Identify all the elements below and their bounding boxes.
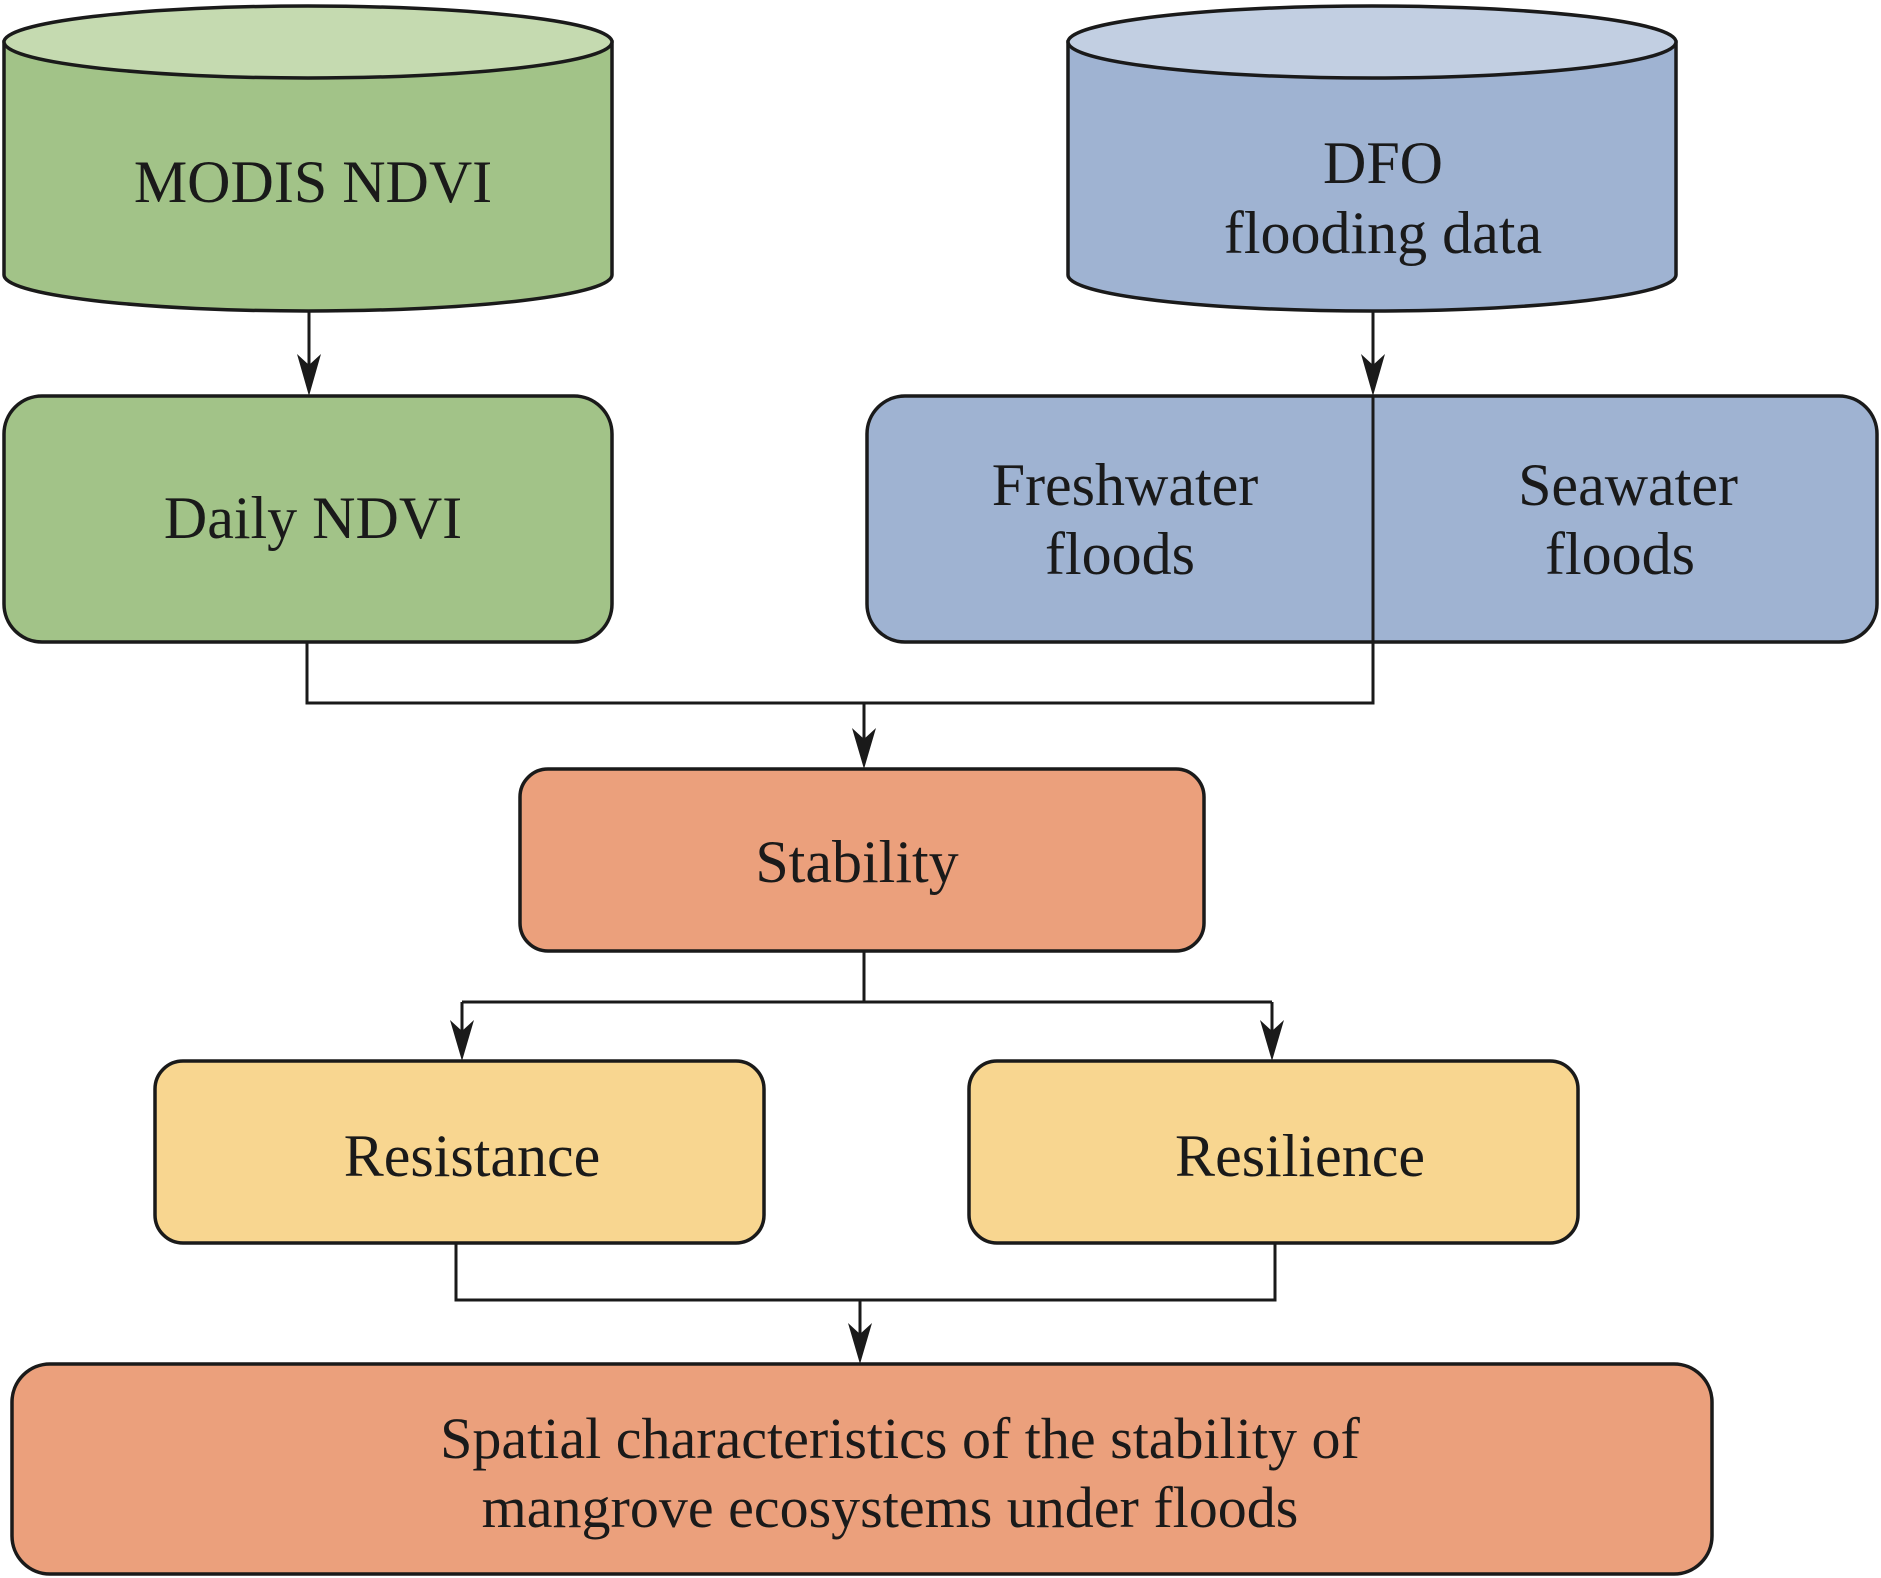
connector-dfo-to-floods (1361, 311, 1385, 396)
flood-types-node: Freshwater floods Seawater floods (865, 394, 1879, 644)
dfo-label-line2: flooding data (1224, 200, 1542, 266)
dfo-label-line1: DFO (1323, 130, 1443, 196)
spatial-characteristics-label-line1: Spatial characteristics of the stability… (440, 1406, 1360, 1471)
arrowhead-resilience (1260, 1020, 1284, 1061)
arrowhead (848, 1323, 872, 1364)
seawater-floods-label-line2: floods (1545, 521, 1695, 587)
modis-cylinder-top (2, 4, 614, 80)
connector-stability-split (450, 951, 1284, 1061)
modis-ndvi-label: MODIS NDVI (134, 149, 492, 215)
daily-ndvi-label: Daily NDVI (164, 485, 462, 551)
resistance-label: Resistance (344, 1123, 601, 1189)
arrowhead (1361, 354, 1385, 396)
resilience-node: Resilience (967, 1059, 1580, 1245)
freshwater-floods-label-line2: floods (1045, 521, 1195, 587)
resistance-box (153, 1059, 766, 1245)
spatial-characteristics-box (10, 1362, 1714, 1576)
modis-ndvi-database: MODIS NDVI (2, 4, 614, 313)
freshwater-floods-label-line1: Freshwater (992, 452, 1259, 518)
stability-label: Stability (755, 829, 958, 895)
spatial-characteristics-node: Spatial characteristics of the stability… (10, 1362, 1714, 1576)
connector-line-left (454, 1243, 860, 1302)
connector-line-right (864, 642, 1375, 705)
spatial-characteristics-label-line2: mangrove ecosystems under floods (482, 1475, 1299, 1540)
seawater-floods-label-line1: Seawater (1518, 452, 1738, 518)
stability-node: Stability (518, 767, 1206, 953)
dfo-cylinder-body (1066, 40, 1678, 313)
connector-line-right (860, 1243, 1277, 1302)
arrowhead (852, 728, 876, 769)
dfo-flooding-database: DFO flooding data (1066, 4, 1678, 313)
resilience-label: Resilience (1175, 1123, 1425, 1189)
daily-ndvi-node: Daily NDVI (2, 394, 614, 644)
resistance-node: Resistance (153, 1059, 766, 1245)
arrowhead-resistance (450, 1020, 474, 1061)
connector-modis-to-daily (297, 311, 321, 396)
dfo-cylinder-top (1066, 4, 1678, 80)
stability-box (518, 767, 1206, 953)
connector-merge-to-stability (305, 642, 1375, 769)
arrowhead (297, 354, 321, 396)
modis-cylinder-body (2, 40, 614, 313)
connector-line-left (305, 642, 864, 705)
connector-merge-to-spatial (454, 1243, 1277, 1364)
